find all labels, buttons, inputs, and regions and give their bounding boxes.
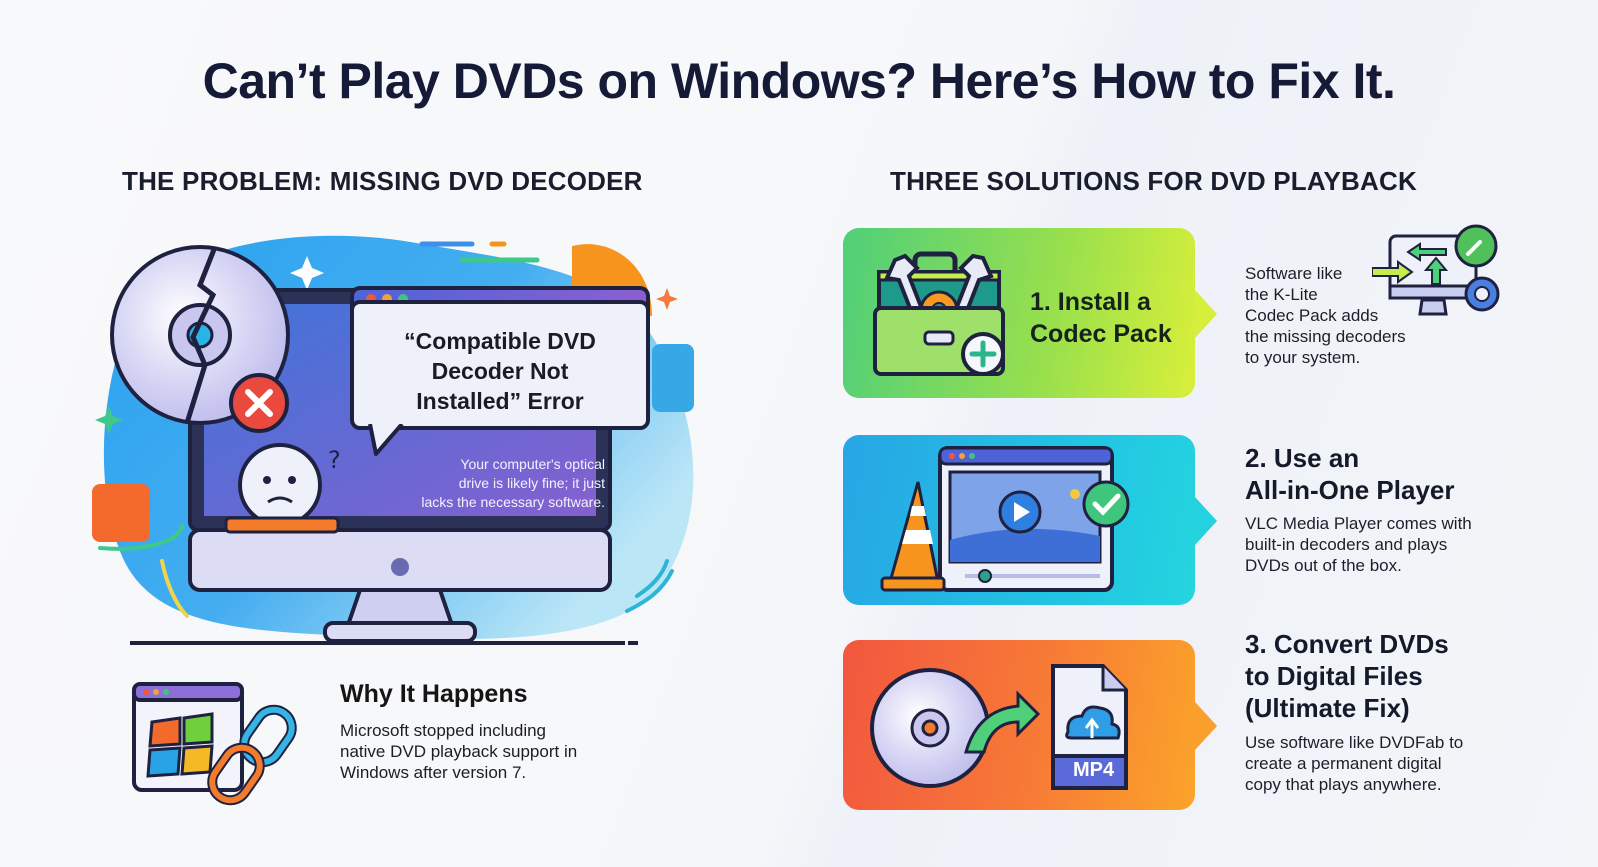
error-line-3: Installed” Error <box>416 388 584 414</box>
solution-1-title: 1. Install a Codec Pack <box>1030 288 1172 348</box>
why-it-happens-title: Why It Happens <box>340 680 528 708</box>
solution-2-description: VLC Media Player comes with built-in dec… <box>1245 514 1472 575</box>
error-line-1: “Compatible DVD <box>404 328 596 354</box>
solution-3-description: Use software like DVDFab to create a per… <box>1245 733 1464 794</box>
solution-1-description: Software like the K-Lite Codec Pack adds… <box>1245 264 1406 367</box>
solution-2-title: 2. Use an All-in-One Player <box>1245 443 1455 505</box>
computer-install-icon <box>1372 224 1500 316</box>
windows-broken-link-icon <box>132 682 297 806</box>
solutions-heading: THREE SOLUTIONS FOR DVD PLAYBACK <box>890 166 1417 196</box>
vlc-player-icon <box>880 446 1130 592</box>
bubble-tail <box>368 424 404 456</box>
mp4-file-label: MP4 <box>1072 759 1115 781</box>
error-x-icon <box>229 373 289 433</box>
error-line-2: Decoder Not <box>431 358 569 384</box>
why-it-happens-text: Microsoft stopped including native DVD p… <box>340 721 578 782</box>
page-title: Can’t Play DVDs on Windows? Here’s How t… <box>202 53 1396 109</box>
error-message-bubble: “Compatible DVD Decoder Not Installed” E… <box>350 300 650 430</box>
problem-heading: THE PROBLEM: MISSING DVD DECODER <box>122 166 643 196</box>
dvd-to-mp4-icon <box>870 664 1128 790</box>
toolbox-icon <box>873 251 1005 376</box>
solution-3-title: 3. Convert DVDs to Digital Files (Ultima… <box>1245 629 1449 723</box>
svg-text:?: ? <box>328 446 341 474</box>
screen-explanation: Your computer's optical drive is likely … <box>421 456 605 510</box>
